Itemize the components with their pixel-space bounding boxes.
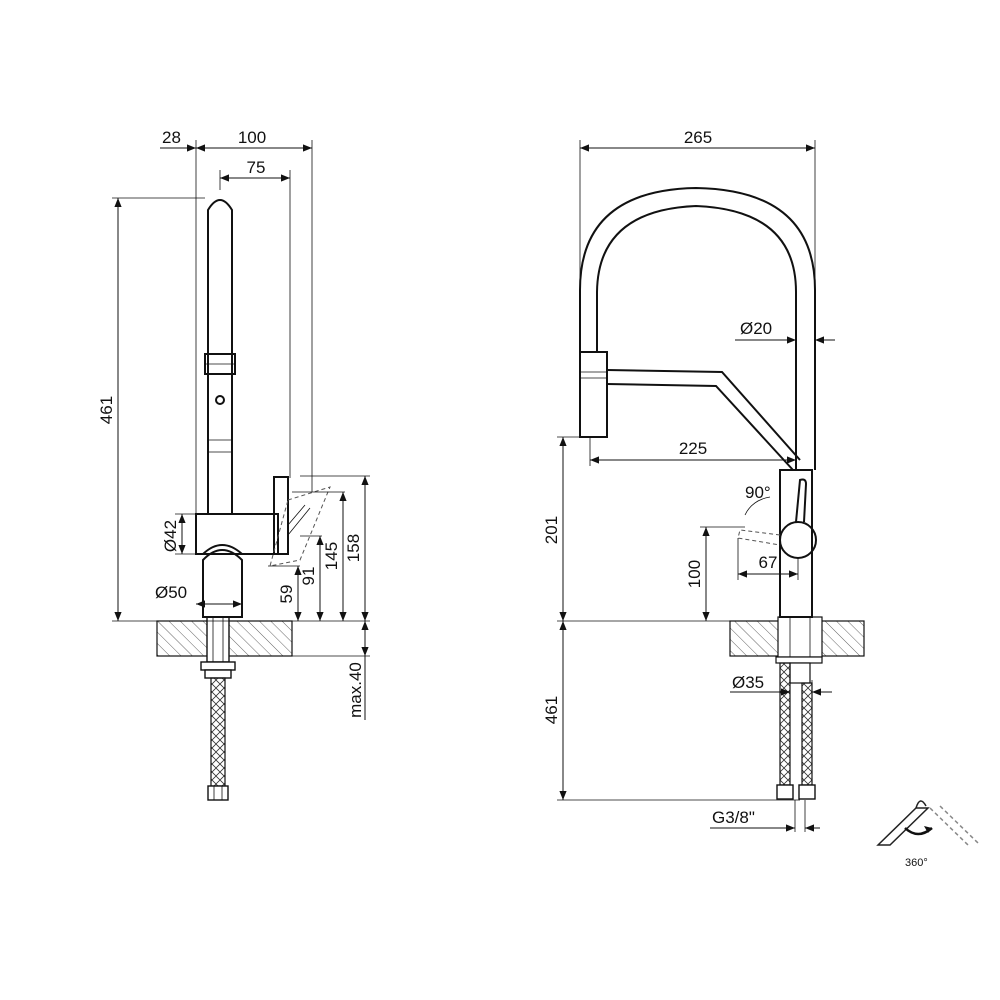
- dim-145: 145: [322, 542, 341, 570]
- dim-100: 100: [238, 128, 266, 147]
- gooseneck-spout: [579, 186, 816, 470]
- braided-hose: [210, 677, 226, 787]
- dim-d42: Ø42: [161, 520, 180, 552]
- front-body: [779, 469, 813, 618]
- dim-100-front: 100: [685, 560, 704, 588]
- dim-d20: Ø20: [740, 319, 772, 338]
- tap-base: [202, 549, 243, 618]
- dim-g38: G3/8": [712, 808, 755, 827]
- rotation-360-icon: 360°: [876, 800, 979, 869]
- lever-plate: [273, 476, 289, 555]
- rotation-label: 360°: [905, 857, 928, 869]
- dim-max40: max.40: [346, 662, 365, 718]
- dim-75: 75: [247, 158, 266, 177]
- dim-28: 28: [162, 128, 181, 147]
- tap-body: [195, 513, 279, 555]
- dim-91: 91: [299, 567, 318, 586]
- dim-461-front: 461: [542, 696, 561, 724]
- dim-158: 158: [344, 534, 363, 562]
- dim-461-side: 461: [97, 396, 116, 424]
- dim-59: 59: [277, 585, 296, 604]
- dim-d35: Ø35: [732, 673, 764, 692]
- dim-265: 265: [684, 128, 712, 147]
- spray-head: [579, 351, 608, 438]
- dim-201: 201: [542, 516, 561, 544]
- side-view: 28 100 75 461 Ø42 Ø50 59 91 145 158 max.…: [97, 128, 370, 801]
- dim-d50: Ø50: [155, 583, 187, 602]
- dim-67: 67: [759, 553, 778, 572]
- spout-stem: [207, 199, 233, 514]
- spout-holder-arm: [606, 369, 801, 461]
- front-view: 265 Ø20 225 201 90° 100 67 461 Ø35 G3/8": [542, 128, 865, 832]
- dim-225: 225: [679, 439, 707, 458]
- dim-90deg: 90°: [745, 483, 771, 502]
